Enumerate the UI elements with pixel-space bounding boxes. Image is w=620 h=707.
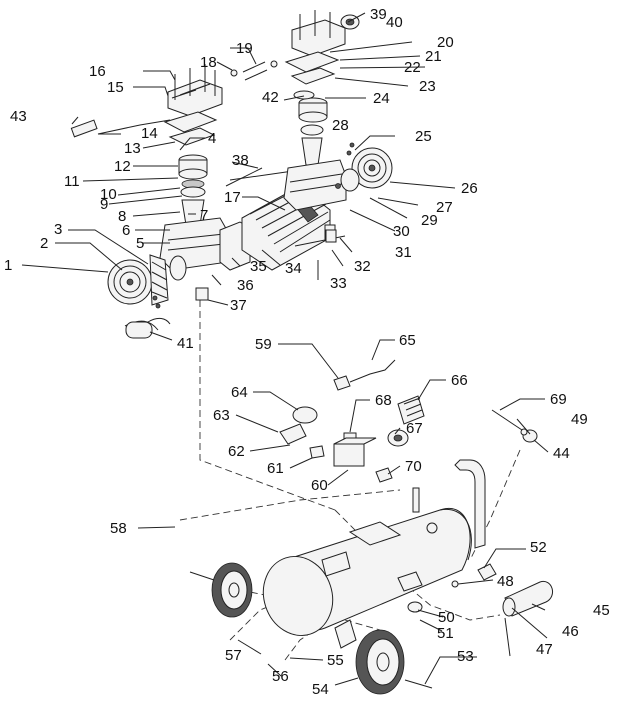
callout-36: 36 bbox=[237, 277, 254, 294]
callout-7: 7 bbox=[200, 207, 208, 224]
callout-16: 16 bbox=[89, 63, 106, 80]
callout-15: 15 bbox=[107, 79, 124, 96]
callout-69: 69 bbox=[550, 391, 567, 408]
callout-59: 59 bbox=[255, 336, 272, 353]
callout-45: 45 bbox=[593, 602, 610, 619]
outlet-fittings bbox=[451, 563, 554, 617]
callout-55: 55 bbox=[327, 652, 344, 669]
callout-32: 32 bbox=[354, 258, 371, 275]
small-parts bbox=[70, 60, 337, 339]
callout-35: 35 bbox=[250, 258, 267, 275]
callout-33: 33 bbox=[330, 275, 347, 292]
callout-40: 40 bbox=[386, 14, 403, 31]
callout-2: 2 bbox=[40, 235, 48, 252]
callout-50: 50 bbox=[438, 609, 455, 626]
callout-18: 18 bbox=[200, 54, 217, 71]
callout-68: 68 bbox=[375, 392, 392, 409]
callout-52: 52 bbox=[530, 539, 547, 556]
callout-61: 61 bbox=[267, 460, 284, 477]
callout-43: 43 bbox=[10, 108, 27, 125]
right-fan-assembly bbox=[335, 142, 393, 192]
callout-12: 12 bbox=[114, 158, 131, 175]
callout-13: 13 bbox=[124, 140, 141, 157]
callout-22: 22 bbox=[404, 59, 421, 76]
air-tank bbox=[262, 459, 486, 649]
callout-26: 26 bbox=[461, 180, 478, 197]
callout-56: 56 bbox=[272, 668, 289, 685]
callout-10: 10 bbox=[100, 186, 117, 203]
callout-54: 54 bbox=[312, 681, 329, 698]
callout-64: 64 bbox=[231, 384, 248, 401]
callout-44: 44 bbox=[553, 445, 570, 462]
callout-30: 30 bbox=[393, 223, 410, 240]
callout-66: 66 bbox=[451, 372, 468, 389]
callout-5: 5 bbox=[136, 235, 144, 252]
callout-49: 49 bbox=[571, 411, 588, 428]
callout-51: 51 bbox=[437, 625, 454, 642]
callout-14: 14 bbox=[141, 125, 158, 142]
callout-20: 20 bbox=[437, 34, 454, 51]
callout-38: 38 bbox=[232, 152, 249, 169]
callout-23: 23 bbox=[419, 78, 436, 95]
left-head-assembly bbox=[159, 64, 229, 271]
callout-11: 11 bbox=[64, 173, 80, 190]
callout-37: 37 bbox=[230, 297, 247, 314]
callout-57: 57 bbox=[225, 647, 242, 664]
callout-42: 42 bbox=[262, 89, 279, 106]
callout-24: 24 bbox=[373, 90, 390, 107]
callout-1: 1 bbox=[4, 257, 12, 274]
callout-8: 8 bbox=[118, 208, 126, 225]
wheels bbox=[189, 562, 433, 695]
callout-41: 41 bbox=[177, 335, 194, 352]
callout-67: 67 bbox=[406, 420, 423, 437]
right-head-assembly bbox=[283, 10, 360, 211]
callout-19: 19 bbox=[236, 40, 253, 57]
callout-25: 25 bbox=[415, 128, 432, 145]
callout-34: 34 bbox=[285, 260, 302, 277]
callout-47: 47 bbox=[536, 641, 553, 658]
callout-39: 39 bbox=[370, 6, 387, 23]
callout-labels: 1 2 3 4 5 6 7 8 9 10 11 12 13 14 15 16 1… bbox=[4, 6, 610, 698]
callout-6: 6 bbox=[122, 222, 130, 239]
callout-53: 53 bbox=[457, 648, 474, 665]
callout-9: 9 bbox=[100, 196, 108, 213]
callout-63: 63 bbox=[213, 407, 230, 424]
left-fan-assembly bbox=[107, 254, 187, 309]
callout-62: 62 bbox=[228, 443, 245, 460]
callout-58: 58 bbox=[110, 520, 127, 537]
callout-65: 65 bbox=[399, 332, 416, 349]
callout-48: 48 bbox=[497, 573, 514, 590]
callout-27: 27 bbox=[436, 199, 453, 216]
callout-60: 60 bbox=[311, 477, 328, 494]
callout-3: 3 bbox=[54, 221, 62, 238]
callout-29: 29 bbox=[421, 212, 438, 229]
control-group bbox=[279, 359, 538, 483]
callout-46: 46 bbox=[562, 623, 579, 640]
callout-4: 4 bbox=[208, 130, 216, 147]
leader-lines bbox=[21, 12, 549, 686]
callout-17: 17 bbox=[224, 189, 241, 206]
callout-28: 28 bbox=[332, 117, 349, 134]
callout-31: 31 bbox=[395, 244, 412, 261]
callout-21: 21 bbox=[425, 48, 442, 65]
callout-70: 70 bbox=[405, 458, 422, 475]
